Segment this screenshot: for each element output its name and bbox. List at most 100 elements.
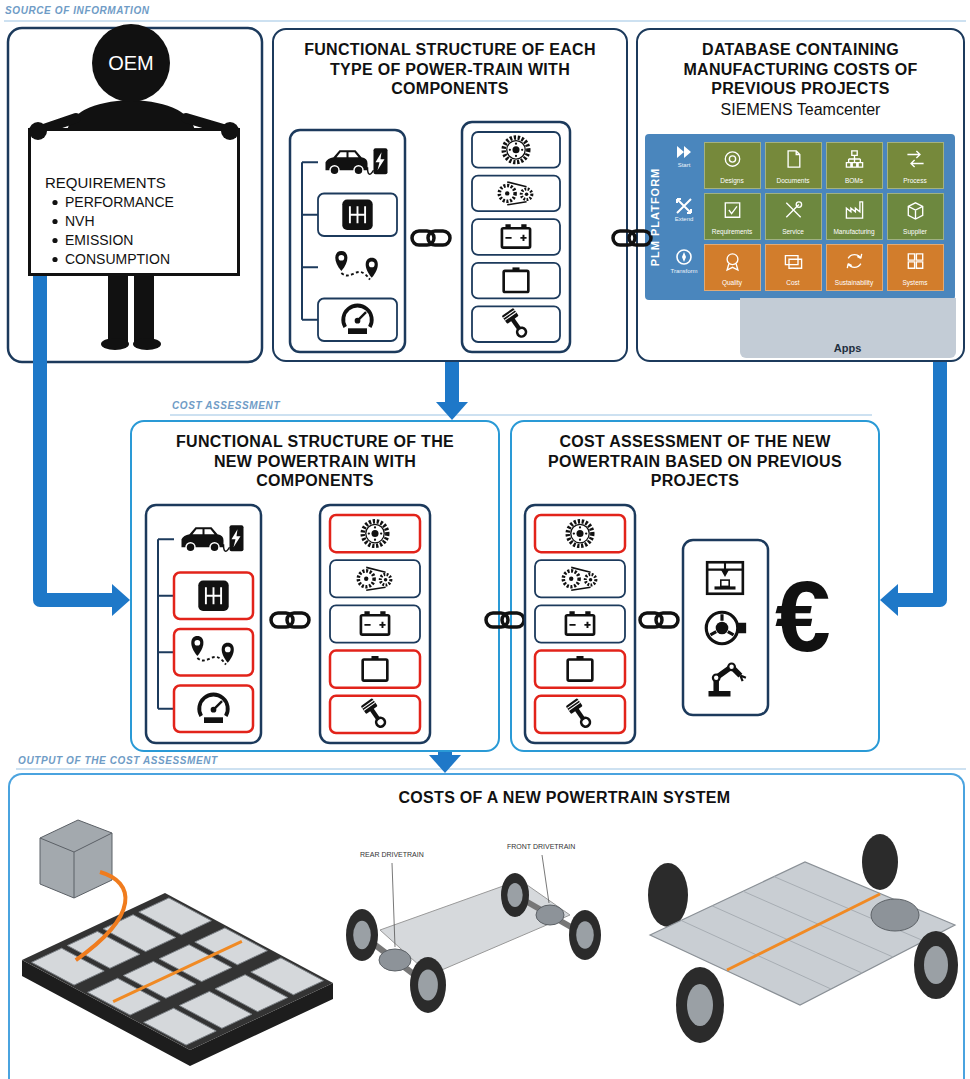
app-label: Manufacturing: [833, 228, 874, 235]
speedometer-hub: [211, 707, 217, 713]
component-icon: [363, 656, 388, 681]
tree-line: [302, 214, 318, 216]
component-box: [330, 560, 420, 597]
app-label: Quality: [722, 279, 742, 286]
manufacturing-column: [683, 540, 768, 715]
battery-module: [159, 945, 232, 982]
section-label: OUTPUT OF THE COST ASSESSMENT: [18, 755, 218, 767]
app-tile: BOMs: [826, 142, 883, 189]
clutch-hole: [579, 539, 581, 541]
battery-polarity: [505, 235, 526, 241]
label-holder: REAR DRIVETRAIN: [358, 850, 426, 859]
glyph: [908, 254, 922, 268]
charger-bolt: [232, 529, 241, 547]
source-panel: FUNCTIONAL STRUCTURE OF EACH TYPE OF POW…: [272, 28, 628, 362]
plm-menu-label: Start: [664, 162, 704, 169]
glyph: [846, 202, 862, 218]
battery-pack-side: [22, 960, 333, 1066]
plm-transform-icon: [677, 250, 691, 264]
app-label: Process: [903, 177, 926, 184]
car-wheel: [186, 543, 195, 552]
lathe-spindle: [716, 622, 729, 635]
output-heading: COSTS OF A NEW POWERTRAIN SYSTEM: [174, 789, 955, 807]
tree-line: [302, 319, 318, 321]
app-icon: [788, 151, 800, 167]
label-holder: Start: [664, 162, 704, 169]
gearshift-pattern: [206, 587, 221, 604]
rear-axle: [362, 935, 428, 985]
link-loop: [640, 613, 662, 627]
gearshift-knob: [342, 200, 372, 230]
function-icon: [198, 581, 228, 611]
component-icon: [504, 137, 529, 162]
app-icon: [847, 254, 861, 268]
robot-joint: [713, 675, 720, 682]
battery-case: [566, 615, 594, 634]
speedometer-arc: [197, 693, 229, 717]
function-box: [318, 299, 397, 342]
map-pin: [335, 251, 347, 271]
app-tile: Systems: [887, 244, 944, 291]
label-holder: SOURCE OF INFORMATION: [5, 5, 150, 17]
clutch-hole: [585, 532, 587, 534]
label-holder: OUTPUT OF THE COST ASSESSMENT: [18, 755, 218, 767]
piston-ring: [503, 310, 516, 320]
panel-heading: DATABASE CONTAINING MANUFACTURING COSTS …: [651, 40, 951, 99]
robot-base: [709, 691, 731, 697]
plm-menu-label: Extend: [664, 216, 704, 223]
gearshift-knob: [198, 581, 228, 611]
battery-floor: [650, 862, 955, 1005]
component-icon: [504, 267, 529, 292]
function-icon: [182, 525, 244, 552]
chain: [507, 182, 526, 205]
link-loop: [412, 231, 434, 245]
wheel: [501, 873, 529, 917]
function-box: [174, 573, 253, 620]
tree-line: [158, 595, 174, 597]
clutch-hole: [521, 149, 523, 151]
component-box: [472, 132, 560, 168]
glyph: [786, 203, 800, 217]
function-icon: [191, 636, 234, 665]
plm-start-icon: [677, 146, 691, 158]
car-body: [182, 527, 224, 547]
platform-label: PLM PLATFORM: [646, 134, 664, 300]
label-holder: Transform: [664, 268, 704, 275]
function-box: [318, 194, 397, 237]
lathe-icon: [706, 612, 746, 644]
car-wheel: [354, 166, 363, 175]
battery-pack-top: [22, 893, 333, 1050]
app-tile: Requirements: [704, 193, 761, 240]
label-holder: Extend: [664, 216, 704, 223]
cell-case: [363, 660, 388, 681]
charger-cable: [368, 167, 374, 174]
function-icon: [341, 304, 373, 334]
wheel-rim: [924, 946, 948, 984]
glyph: [908, 203, 922, 219]
chassis-floor: [380, 880, 570, 975]
glyph: [785, 256, 801, 269]
motor-unit-edge: [40, 833, 112, 898]
printer-part: [721, 580, 729, 586]
clutch-disc: [571, 524, 589, 542]
hv-cable: [727, 894, 880, 970]
component-box: [330, 515, 420, 552]
app-tile: Sustainability: [826, 244, 883, 291]
car-window: [337, 152, 359, 157]
glyph: [788, 151, 800, 167]
battery-terminal: [521, 224, 526, 228]
map-pin-hole: [225, 647, 231, 653]
glyph: [727, 264, 738, 270]
clutch-hole: [515, 142, 517, 144]
glyph: [725, 203, 739, 217]
piston-head: [502, 308, 519, 324]
battery-module: [195, 928, 268, 965]
battery-grid: [743, 891, 893, 957]
busbar: [113, 941, 242, 1001]
sprocket-hub: [364, 577, 368, 581]
app-icon: [908, 203, 922, 219]
printer-icon: [707, 562, 743, 594]
route-line: [197, 657, 226, 665]
sprocket-hub: [384, 578, 388, 582]
app-tile: Documents: [765, 142, 822, 189]
